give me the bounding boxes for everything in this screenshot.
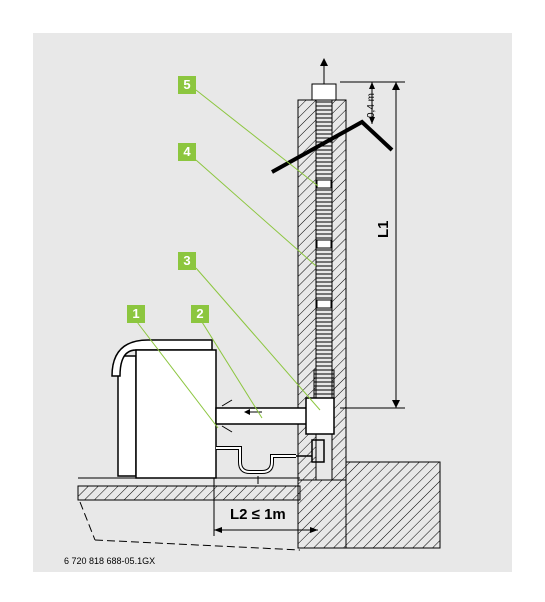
dimension-lines	[213, 81, 405, 536]
dimension-l2-label: L2 ≤ 1m	[230, 506, 286, 523]
callout-2: 2	[191, 305, 209, 323]
callout-4: 4	[178, 143, 196, 161]
leader-lines	[136, 89, 321, 429]
figure-code: 6 720 818 688-05.1GX	[64, 556, 156, 566]
boiler	[111, 339, 217, 479]
connection-pipe	[215, 397, 335, 435]
callout-1: 1	[127, 305, 145, 323]
callout-3: 3	[178, 252, 196, 270]
roof-line	[271, 119, 394, 174]
chimney-wall	[297, 99, 441, 549]
callout-5: 5	[178, 76, 196, 94]
roof-clearance-label: 0,4 m	[366, 92, 377, 118]
dimension-l1-label: L1	[375, 220, 392, 238]
flue-liner	[311, 58, 337, 431]
condensate-drain	[216, 439, 325, 484]
